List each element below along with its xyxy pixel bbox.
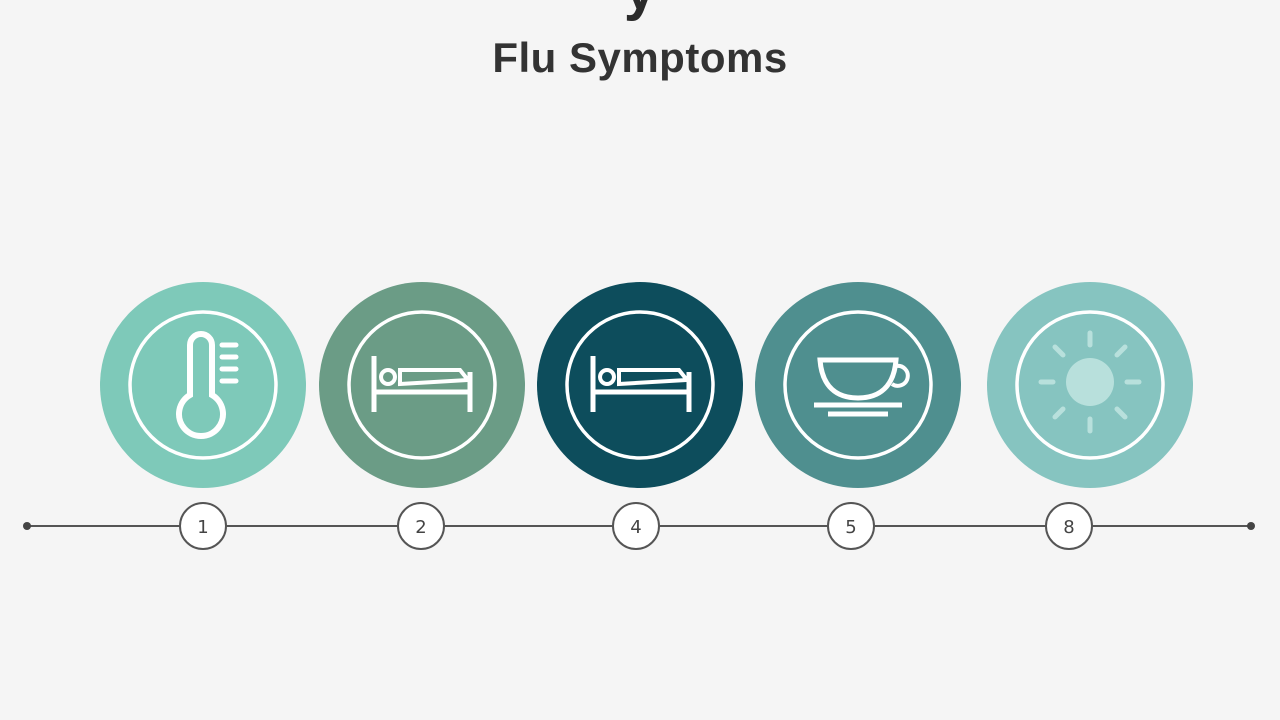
step-4-number: 5 — [845, 517, 856, 538]
step-3-ring — [565, 310, 715, 460]
timeline-end-dot — [1247, 522, 1255, 530]
step-5: 8 — [987, 282, 1193, 550]
step-5-marker — [1045, 502, 1093, 550]
step-1-ring — [128, 310, 278, 460]
step-3: 4 — [537, 282, 743, 550]
sun-icon — [1038, 330, 1142, 434]
timeline-start-dot — [23, 522, 31, 530]
page-title-partial: y — [0, 0, 1280, 20]
step-4-marker — [827, 502, 875, 550]
step-2-marker — [397, 502, 445, 550]
step-2-number: 2 — [415, 517, 426, 538]
page-subtitle: Flu Symptoms — [492, 34, 788, 81]
step-2-ring — [347, 310, 497, 460]
step-1-number: 1 — [197, 517, 208, 538]
step-4: 5 — [755, 282, 961, 550]
step-3-number: 4 — [630, 517, 641, 538]
step-2: 2 — [319, 282, 525, 550]
bed-icon — [590, 356, 692, 412]
bed-icon — [371, 356, 473, 412]
step-1: 1 — [100, 282, 306, 550]
step-4-ring — [783, 310, 933, 460]
thermometer-icon — [176, 331, 239, 440]
step-3-marker — [612, 502, 660, 550]
step-1-marker — [179, 502, 227, 550]
coffee-cup-icon — [814, 357, 910, 417]
step-5-number: 8 — [1063, 517, 1074, 538]
step-5-ring — [1015, 310, 1165, 460]
